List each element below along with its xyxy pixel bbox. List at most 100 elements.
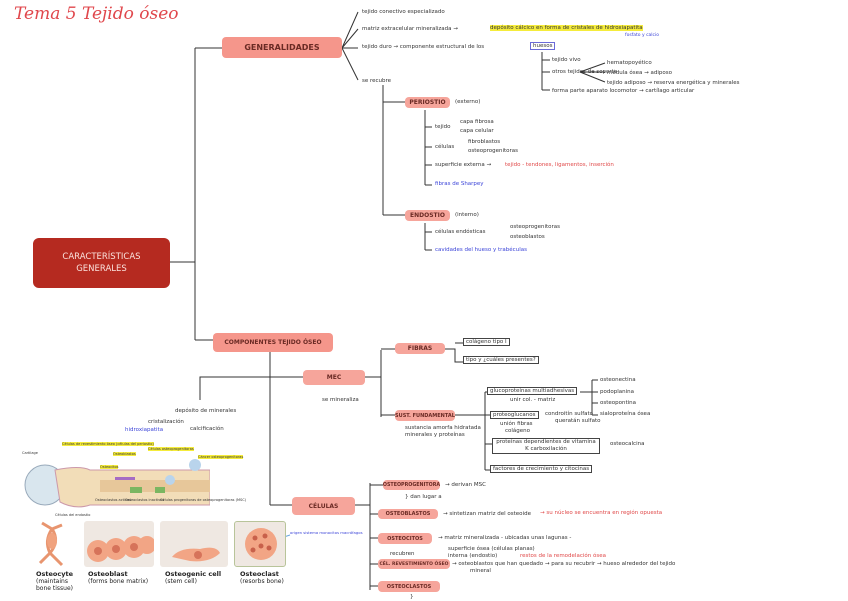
- periostio-celulas: células: [435, 144, 455, 150]
- main-topic-box: CARACTERÍSTICAS GENERALES: [33, 238, 170, 288]
- endostio-celulas: células endósticas: [435, 229, 486, 235]
- page-title: Tema 5 Tejido óseo: [14, 4, 179, 24]
- cap-osteoblast: Osteoblast(forms bone matrix): [88, 570, 149, 586]
- huesos-box: huesos: [530, 42, 556, 50]
- sust-box: SUST. FUNDAMENTAL: [395, 410, 455, 421]
- sharpey: fibras de Sharpey: [435, 181, 484, 187]
- osteoblastos-red: → su núcleo se encuentra en región opues…: [540, 510, 663, 516]
- gen-highlight-note: fosfato y calcio: [625, 33, 660, 38]
- mec-right: calcificación: [190, 426, 224, 432]
- glico-note: unir col. - matriz: [510, 397, 556, 403]
- osteoprogenitora-desc: → derivan MSC: [445, 482, 486, 488]
- cap-osteocyte-name: Osteocyte: [36, 570, 73, 578]
- fig-label-7: Osteoclastos inactivos: [125, 498, 165, 502]
- sust-note-2: minerales y proteínas: [405, 432, 465, 438]
- mec-note: se mineraliza: [322, 397, 359, 403]
- proteo-note-1: condroitín sulfato: [545, 411, 594, 417]
- mec-box: MEC: [303, 370, 365, 385]
- fibras-item-1: colágeno tipo I: [463, 338, 510, 346]
- endostio-cavidades: cavidades del hueso y trabéculas: [435, 247, 527, 253]
- osteoclastos-box: OSTEOCLASTOS: [378, 581, 440, 592]
- osteocitos-red: restos de la remodelación ósea: [520, 553, 606, 559]
- generalidades-box: GENERALIDADES: [222, 37, 342, 58]
- cap-osteogenic-name: Osteogenic cell: [165, 570, 222, 578]
- revestimiento-box: CÉL. REVESTIMIENTO ÓSEO: [378, 559, 450, 569]
- osteoblastos-box: OSTEOBLASTOS: [378, 509, 438, 519]
- fig-label-4: Células osteoprogenitoras: [148, 447, 194, 451]
- osteoblastos-desc: → sintetizan matriz del osteoide: [443, 511, 531, 517]
- endostio-cel-1: osteoprogenitoras: [510, 224, 561, 230]
- soporte-1: hematopoyético: [607, 60, 652, 66]
- cap-osteocyte-desc: (maintains bone tissue): [36, 578, 73, 592]
- gen-item-4: se recubre: [362, 78, 392, 84]
- cap-osteogenic-desc: (stem cell): [165, 578, 197, 585]
- osteocyte-image: [32, 521, 72, 567]
- osteoblast-image: [84, 521, 156, 567]
- componentes-box: COMPONENTES TEJIDO ÓSEO: [213, 333, 333, 352]
- gen-sub-3: forma parte aparato locomotor → cartílag…: [552, 88, 695, 94]
- cap-osteoblast-name: Osteoblast: [88, 570, 128, 578]
- gen-sub-1: tejido vivo: [552, 57, 581, 63]
- periostio-tejido-2: capa celular: [460, 128, 494, 134]
- sust-note-1: sustancia amorfa hidratada: [405, 425, 481, 431]
- proteo-sub-2: colágeno: [505, 428, 531, 434]
- fig-label-cartilage: Cartilage: [22, 451, 38, 455]
- fig-label-3: Osteoblastos: [113, 452, 136, 456]
- cap-osteogenic: Osteogenic cell(stem cell): [165, 570, 222, 586]
- fig-label-9: Células del endostio: [55, 513, 91, 517]
- fig-label-5: Cáncer osteoprogenitoras: [198, 455, 244, 459]
- gen-item-1: tejido conectivo especializado: [362, 9, 445, 15]
- vitk-box: proteínas dependientes de vitamina K car…: [492, 438, 600, 454]
- revestimiento-desc2: mineral: [470, 568, 491, 574]
- proteo-box: proteoglucanos: [490, 411, 539, 419]
- fibras-box: FIBRAS: [395, 343, 445, 354]
- gen-item-3: tejido duro → componente estructural de …: [362, 44, 485, 50]
- osteoclast-image: [234, 521, 286, 567]
- osteocitos-extra-2: interna (endostio): [448, 553, 498, 559]
- osteocitos-box: OSTEOCITOS: [378, 533, 432, 544]
- gen-highlight: depósito cálcico en forma de cristales d…: [490, 25, 643, 31]
- osteoclastos-sub: }: [410, 594, 414, 600]
- mec-left-blue: hidroxiapatita: [125, 427, 164, 433]
- periostio-cel-1: fibroblastos: [468, 139, 501, 145]
- periostio-tejido-1: capa fibrosa: [460, 119, 494, 125]
- cap-osteoclast-desc: (resorbs bone): [240, 578, 284, 585]
- gen-sub-2: otros tejidos de soporte: [552, 69, 618, 75]
- osteocitos-desc: → matriz mineralizada - ubicadas unas la…: [438, 535, 572, 541]
- osteoprogenitora-box: OSTEOPROGENITORA: [383, 480, 440, 490]
- periostio-superficie: superficie externa →: [435, 162, 492, 168]
- soporte-3: tejido adiposo → reserva energética y mi…: [607, 80, 740, 86]
- fig-label-6: Osteoclastos activos: [95, 498, 132, 502]
- cap-osteocyte: Osteocyte(maintains bone tissue): [36, 570, 76, 593]
- periostio-tejido: tejido: [435, 124, 451, 130]
- periostio-superficie-note: tejido - tendones, ligamentos, inserción: [505, 162, 614, 168]
- osteogenic-cell-image: [160, 521, 228, 567]
- osteocitos-recubren: recubren: [390, 551, 415, 557]
- endostio-note: (interno): [455, 212, 479, 218]
- osteoprogenitora-sub: } dan lugar a: [405, 494, 442, 500]
- fig-label-1: Células de revestimiento óseo (células d…: [62, 442, 154, 446]
- periostio-cel-2: osteoprogenitoras: [468, 148, 519, 154]
- cap-osteoblast-desc: (forms bone matrix): [88, 578, 149, 585]
- glico-box: glucoproteínas multiadhesivas: [487, 387, 578, 395]
- vitk-right: osteocalcina: [610, 441, 645, 447]
- celulas-box: CÉLULAS: [292, 497, 355, 515]
- osteocitos-extra-1: superficie ósea (células planas): [448, 546, 535, 552]
- endostio-box: ENDOSTIO: [405, 210, 450, 221]
- mec-deposito: depósito de minerales: [175, 408, 237, 414]
- endostio-cel-2: osteoblastos: [510, 234, 545, 240]
- proteo-sub-1: unión fibras: [500, 421, 533, 427]
- fig-label-2: Osteocitos: [100, 465, 119, 469]
- glico-list-3: osteopontina: [600, 400, 637, 406]
- cap-osteoclast-name: Osteoclast: [240, 570, 279, 578]
- fibras-item-2: tipo y ¿cuáles presentes?: [463, 356, 539, 364]
- proteo-note-2: queratán sulfato: [555, 418, 601, 424]
- osteoclast-note: origen sistema monocitos macrófagos: [290, 530, 363, 535]
- glico-list-1: osteonectina: [600, 377, 636, 383]
- periostio-note: (externo): [455, 99, 481, 105]
- bone-illustration: [24, 459, 211, 508]
- mec-left: cristalización: [148, 419, 184, 425]
- periostio-box: PERIOSTIO: [405, 97, 450, 108]
- fig-label-8: Células progenitoras de osteoprogenitora…: [160, 498, 247, 502]
